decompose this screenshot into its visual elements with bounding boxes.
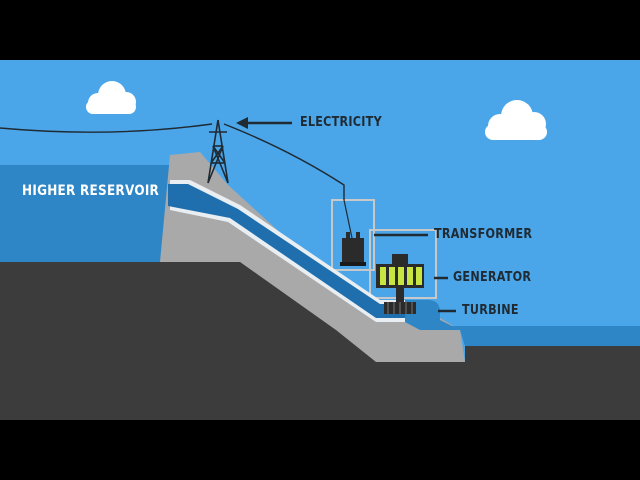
higher-reservoir-water [0,165,180,262]
lower-reservoir-water [420,326,640,346]
turbine-label: TURBINE [462,303,519,318]
electricity-label: ELECTRICITY [300,115,382,130]
power-line-right [223,123,345,200]
electricity-arrow-icon [236,117,292,129]
tailrace-water [405,300,460,330]
letterbox-top [0,0,640,60]
letterbox-bottom [0,420,640,480]
turbine-icon [384,302,416,314]
cloud-icon [485,100,547,140]
ground [0,262,640,420]
power-line-left [0,123,213,133]
power-line-drop [343,199,353,239]
turbine-shaft [396,288,404,302]
higher-reservoir-label: HIGHER RESERVOIR [22,183,160,199]
generator-icon [376,254,424,288]
generator-label: GENERATOR [453,270,532,285]
penstock-water [168,184,415,318]
transformer-icon [340,232,366,266]
transformer-label: TRANSFORMER [434,227,533,242]
cloud-icon [86,81,136,114]
transmission-tower-icon [207,119,229,184]
